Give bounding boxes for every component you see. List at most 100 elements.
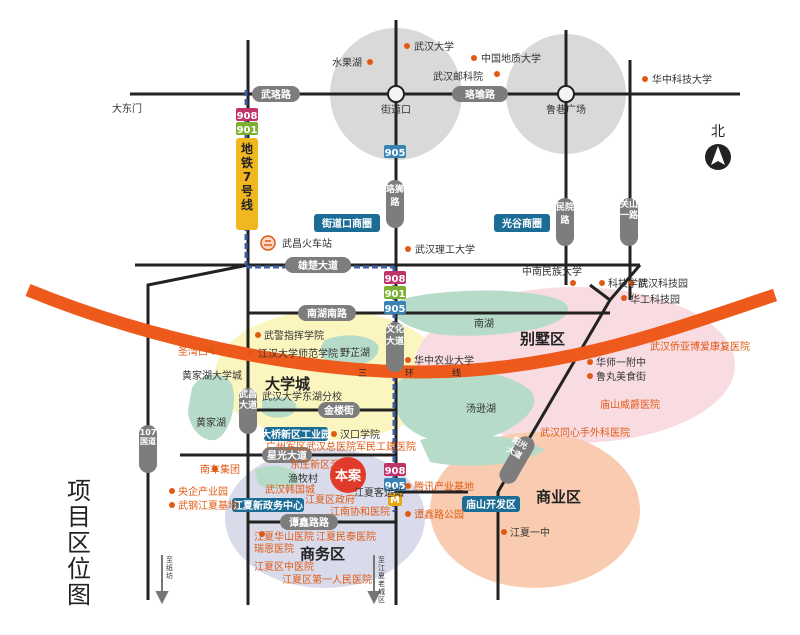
bus-901-b: 901 bbox=[385, 289, 406, 300]
lake-small-1 bbox=[262, 397, 297, 418]
metro-7-bar bbox=[236, 138, 258, 230]
whut: 武汉理工大学 bbox=[415, 243, 475, 256]
jiedaokou-label: 街道口 bbox=[381, 103, 411, 116]
yumucun: 渔牧村 bbox=[288, 472, 318, 485]
to-jiangxia-old: 至江夏老城区 bbox=[378, 556, 385, 604]
bus-badges bbox=[236, 108, 406, 506]
huashan-hosp: 江夏华山医院 bbox=[254, 530, 314, 543]
metro-7-label: 地铁7号线 bbox=[240, 142, 253, 212]
shuiguohu: 水果湖 bbox=[332, 57, 362, 69]
project-marker[interactable] bbox=[330, 457, 366, 493]
wujingzhihui: 武警指挥学院 bbox=[264, 329, 324, 342]
road-g107: 107国道 bbox=[139, 428, 157, 446]
metro-m: M bbox=[390, 495, 400, 506]
huashiyifu: 华师一附中 bbox=[596, 356, 646, 369]
jiangxia-gov: 江夏区政府 bbox=[305, 493, 355, 506]
third-ring-highway bbox=[25, 283, 778, 379]
road-wuchang: 武昌大道 bbox=[239, 390, 258, 411]
minzu: 中南民族大学 bbox=[522, 265, 582, 278]
project-label: 本案 bbox=[335, 468, 362, 484]
hzau: 华中农业大学 bbox=[414, 354, 474, 367]
lake-small-2 bbox=[255, 465, 300, 489]
yezhihu: 野芷湖 bbox=[340, 346, 370, 359]
tangxunhu-lake bbox=[393, 369, 535, 444]
jiangnan-hosp: 江南协和医院 bbox=[330, 505, 390, 518]
minkang-hosp: 江夏民泰医院 bbox=[316, 530, 376, 543]
poi-dots bbox=[169, 43, 648, 537]
bus-901-a: 901 bbox=[237, 125, 258, 136]
wuchang-station: 武昌火车站 bbox=[282, 237, 332, 250]
jiangxia-gov-center: 江夏新政务中心 bbox=[233, 499, 303, 512]
guangzhou-hosp: 广州军区武汉总医院军民工建医院 bbox=[266, 440, 416, 453]
yezhihu-lake bbox=[320, 335, 379, 367]
zone-commerce: 商务区 bbox=[300, 545, 345, 563]
huangjiahu-lake bbox=[188, 374, 235, 441]
road-luoshi: 珞狮路 bbox=[386, 185, 405, 208]
qiaoxin-park: 大桥新区工业园 bbox=[261, 428, 331, 441]
whu-east: 武汉大学东湖分校 bbox=[262, 390, 342, 403]
road-xingguang: 星光大道 bbox=[267, 449, 307, 462]
road-luoyu: 珞瑜路 bbox=[465, 88, 496, 101]
tangxunhu: 汤逊湖 bbox=[466, 402, 496, 415]
road-minyuan: 民院路 bbox=[556, 203, 575, 226]
tongxin-hosp: 武汉同心手外科医院 bbox=[540, 426, 630, 439]
jiangxia-keyun: 江夏客运站 bbox=[354, 486, 404, 499]
tengxun: 腾讯产业基地 bbox=[414, 480, 474, 493]
diyi-hosp: 江夏区第一人民医院 bbox=[282, 573, 372, 586]
bus-905-b: 905 bbox=[385, 304, 406, 315]
guanggu-mall: 光谷商圈 bbox=[501, 217, 542, 230]
road-xiongchu: 雄楚大道 bbox=[297, 259, 338, 272]
bus-908-c: 908 bbox=[385, 466, 406, 477]
road-nanhunan: 南湖南路 bbox=[307, 307, 348, 320]
bus-908-a: 908 bbox=[237, 111, 258, 122]
luwan: 鲁丸美食街 bbox=[596, 370, 646, 383]
jiangxiaschool: 江汉大学师范学院 bbox=[258, 347, 338, 360]
hankou-college: 汉口学院 bbox=[340, 428, 380, 441]
wuhanyoudian: 武汉邮科院 bbox=[433, 70, 483, 83]
kejixueyuan: 科技学院 bbox=[608, 277, 648, 290]
wugang: 武钢江夏基地 bbox=[178, 499, 238, 512]
dadongmen: 大东门 bbox=[112, 102, 142, 115]
zone-university: 大学城 bbox=[265, 375, 310, 393]
blue-pills bbox=[232, 214, 550, 512]
train-station-icon bbox=[260, 235, 276, 251]
miaoshan-dev: 庙山开发区 bbox=[466, 498, 516, 511]
to-zhifang: 至纸坊 bbox=[166, 556, 173, 580]
road-wenhua: 文化大道 bbox=[386, 325, 405, 347]
huagong: 华工科技园 bbox=[630, 293, 680, 306]
road-jinlou: 金楼街 bbox=[323, 404, 354, 417]
zone-villa: 别墅区 bbox=[519, 330, 565, 348]
dongzhuang: 东庄新区汇 bbox=[290, 458, 340, 471]
hust: 华中科技大学 bbox=[652, 73, 712, 86]
nanche: 南车集团 bbox=[200, 463, 240, 476]
luxiang-label: 鲁巷广场 bbox=[546, 103, 586, 116]
road-guanshan: 关山一路 bbox=[620, 200, 639, 221]
jiedaokou-mall: 街道口商圈 bbox=[321, 217, 372, 230]
north-label: 北 bbox=[711, 124, 725, 140]
huangjiahu-uni: 黄家湖大学城 bbox=[182, 369, 242, 382]
bus-905-a: 905 bbox=[385, 148, 406, 159]
bus-908-b: 908 bbox=[385, 274, 406, 285]
zhongyi: 江夏区中医院 bbox=[254, 560, 314, 573]
whu: 武汉大学 bbox=[414, 40, 454, 53]
tanjia-park: 谭鑫路公园 bbox=[414, 508, 464, 521]
cug: 中国地质大学 bbox=[481, 52, 541, 65]
road-wuluo: 武珞路 bbox=[261, 88, 292, 101]
ruien: 瑞恩医院 bbox=[254, 542, 294, 555]
wuhankeji: 武汉科技园 bbox=[638, 277, 688, 290]
road-pills bbox=[139, 86, 638, 530]
korean-city: 武汉韩国城 bbox=[265, 483, 315, 496]
road-tanjialu: 谭鑫路路 bbox=[289, 516, 330, 529]
jiangxia-1zhong: 江夏一中 bbox=[510, 526, 550, 539]
road-sanhuan: 三环线 bbox=[358, 369, 500, 379]
miaoshan-hosp: 庙山威爵医院 bbox=[600, 398, 660, 411]
shengwankou: 圣湾口 bbox=[178, 345, 208, 358]
zone-business: 商业区 bbox=[536, 488, 581, 506]
yangqi: 央企产业园 bbox=[178, 485, 228, 498]
nanhu: 南湖 bbox=[474, 317, 494, 330]
qiaoyuan-hosp: 武汉侨亚博爱康复医院 bbox=[650, 340, 750, 353]
bus-905-c: 905 bbox=[385, 481, 406, 492]
huangjiahu: 黄家湖 bbox=[196, 416, 226, 429]
business-zone bbox=[430, 432, 640, 588]
